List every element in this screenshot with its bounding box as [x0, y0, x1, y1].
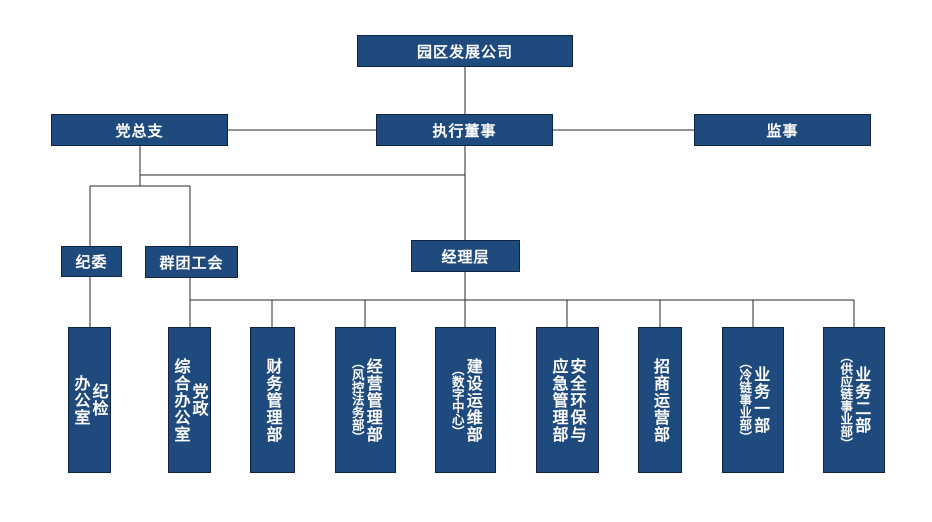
node-supervisor: 监事 [694, 114, 871, 146]
node-mass-union: 群团工会 [145, 246, 238, 278]
node-discipline-committee-label: 纪委 [75, 253, 108, 271]
dept-name: 经营管理部 [363, 357, 383, 443]
dept-name: 财务管理部 [263, 357, 283, 443]
dept-box: 业务二部 （供应链事业部） [823, 327, 885, 473]
dept-box: 安全环保与 应急管理部 [536, 327, 599, 473]
dept-subname: （数字中心） [449, 362, 465, 438]
dept-name: 应急管理部 [549, 357, 569, 443]
node-root: 园区发展公司 [357, 35, 573, 67]
node-executive-director-label: 执行董事 [432, 121, 497, 140]
dept-box: 财务管理部 [250, 327, 295, 473]
node-management-label: 经理层 [441, 247, 490, 266]
dept-box: 党政 综合办公室 [168, 327, 211, 473]
dept-name: 党政 [189, 383, 209, 417]
node-mass-union-label: 群团工会 [159, 253, 224, 272]
dept-box: 建设运维部 （数字中心） [435, 327, 496, 473]
node-party-branch-label: 党总支 [115, 121, 164, 140]
dept-name: 建设运维部 [463, 357, 483, 443]
dept-name: 办公室 [71, 374, 91, 426]
dept-name: 安全环保与 [567, 357, 587, 443]
node-supervisor-label: 监事 [766, 121, 799, 140]
dept-box: 纪检 办公室 [68, 327, 111, 473]
dept-subname: （冷链事业部） [737, 356, 753, 444]
dept-subname: （风控法务部） [349, 356, 365, 444]
dept-box: 招商运营部 [638, 327, 682, 473]
node-discipline-committee: 纪委 [61, 246, 122, 277]
node-party-branch: 党总支 [51, 114, 228, 146]
dept-name: 综合办公室 [171, 357, 191, 443]
dept-box: 业务一部 （冷链事业部） [722, 327, 784, 473]
dept-subname: （供应链事业部） [838, 350, 854, 450]
dept-name: 招商运营部 [651, 357, 670, 443]
dept-name: 业务二部 [852, 366, 872, 434]
node-executive-director: 执行董事 [376, 114, 553, 146]
dept-name: 业务一部 [751, 366, 771, 434]
dept-name: 纪检 [89, 383, 109, 417]
node-root-label: 园区发展公司 [416, 42, 513, 61]
node-management: 经理层 [411, 240, 520, 272]
dept-box: 经营管理部 （风控法务部） [335, 327, 396, 473]
